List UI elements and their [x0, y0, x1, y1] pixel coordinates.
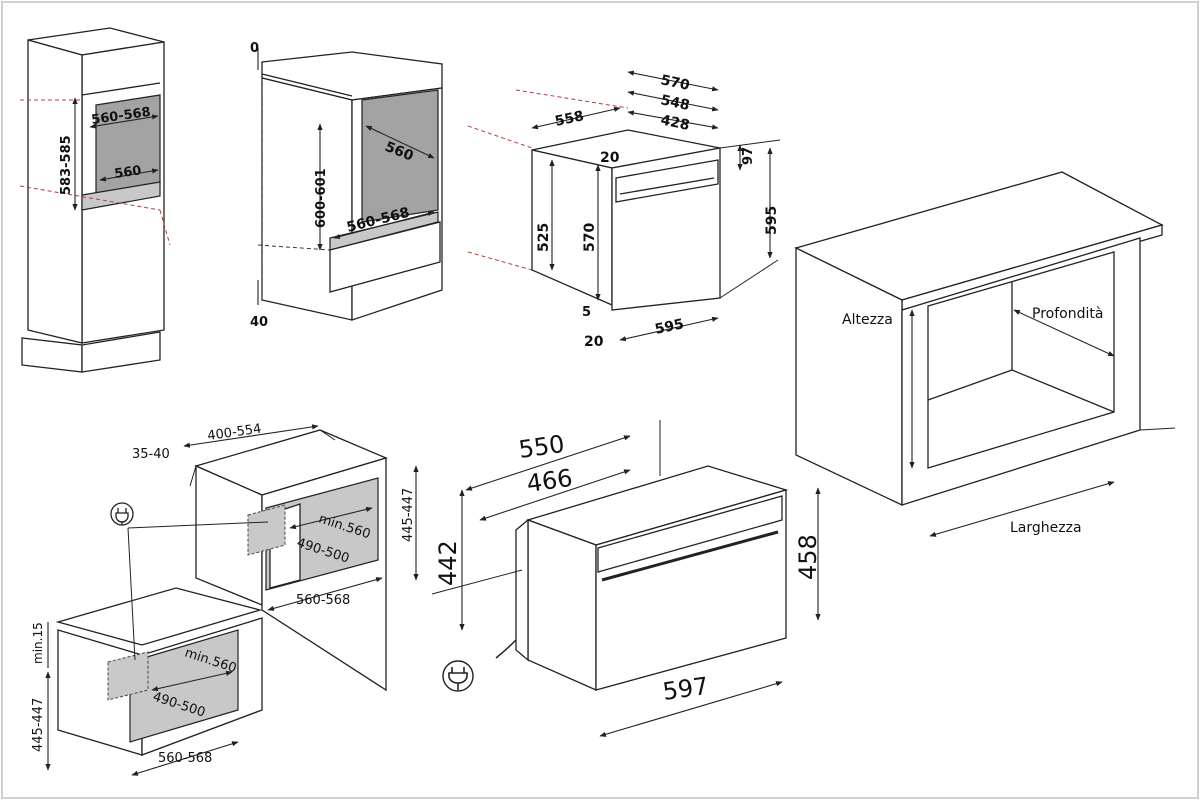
- column-plinth-side: [21, 337, 83, 373]
- base-guide-bottom: [257, 244, 331, 251]
- upper-width-arrow: [267, 577, 383, 611]
- column-inner-arrow: [99, 168, 159, 182]
- oven-570-arrow: [627, 70, 719, 92]
- column-inner-width-label: 560: [113, 163, 142, 182]
- oven-depth-570: 570: [659, 72, 691, 94]
- oven-height-570: 570: [582, 223, 598, 252]
- guide-cavity-floor-edge: [927, 369, 1013, 401]
- oven-428-arrow: [627, 110, 719, 130]
- guide-width-arrow: [929, 481, 1115, 537]
- guide-height-label: Altezza: [842, 312, 893, 328]
- compact-ext-line: [431, 569, 523, 595]
- column-width-arrow: [89, 114, 159, 129]
- oven-depth-558: 558: [554, 108, 586, 130]
- upper-height-label: 445-447: [401, 488, 416, 542]
- column-guide-bottom-ext: [159, 209, 171, 246]
- compact-width-597-arrow: [599, 681, 783, 737]
- compact-depth-466-arrow: [479, 469, 631, 521]
- column-cabinet-diagram: 560-568 560 583-585: [19, 27, 171, 373]
- compact-height-442: 442: [434, 540, 462, 586]
- measure-guide-diagram: Altezza Profondità Larghezza: [794, 171, 1176, 537]
- lower-width-label: 560-568: [158, 751, 212, 766]
- upper-width-label: 560-568: [296, 593, 350, 608]
- top-gap-label: 35-40: [132, 447, 170, 462]
- top-gap-line: [189, 465, 197, 487]
- compact-depth-466: 466: [525, 464, 574, 498]
- top-depth-arrow: [183, 424, 319, 448]
- guide-depth-label: Profondità: [1032, 306, 1103, 322]
- base-height-label: 600-601: [314, 168, 329, 228]
- top-step-line: [319, 429, 336, 441]
- oven-bottom-5: 5: [582, 305, 591, 320]
- guide-floor-line: [1139, 427, 1176, 431]
- base-depth-arrow: [365, 125, 435, 159]
- compact-oven-back: [515, 518, 529, 662]
- oven-front-20: 20: [584, 334, 604, 350]
- column-plinth-front: [81, 331, 161, 373]
- base-worktop-edge: [261, 73, 353, 97]
- compact-plug-glyph: [448, 667, 468, 690]
- upper-plug-leader: [127, 521, 269, 529]
- lower-worktop: [55, 587, 263, 646]
- oven-dimensions-diagram: 570 548 428 558 20 97 525 570 595 5 20 5…: [467, 70, 781, 350]
- oven-width-595: 595: [654, 316, 686, 338]
- compact-oven-control-panel: [597, 495, 783, 573]
- oven-handle: [619, 177, 715, 195]
- base-cabinet-diagram: 0 40 600-601 560 560-568: [250, 41, 443, 330]
- lower-depth-arrow: [151, 670, 233, 692]
- base-bottom-gap-label: 40: [250, 315, 268, 330]
- oven-height-595: 595: [764, 206, 780, 235]
- oven-guide-1: [467, 125, 533, 149]
- column-cavity-top-edge: [81, 82, 161, 96]
- guide-cavity-floor-diag: [1011, 369, 1115, 413]
- compact-oven-side: [527, 519, 597, 691]
- oven-depth-428: 428: [659, 112, 691, 134]
- oven-height-525: 525: [536, 223, 552, 252]
- guide-depth-arrow: [1013, 309, 1115, 357]
- column-height-label: 583-585: [59, 135, 74, 195]
- lower-width-arrow: [131, 741, 239, 776]
- upper-depth-arrow: [289, 506, 373, 530]
- top-depth-label: 400-554: [206, 422, 262, 444]
- compact-oven-cable: [495, 639, 517, 659]
- column-cavity-floor: [81, 181, 161, 211]
- base-width-arrow: [333, 210, 435, 240]
- oven-guide-3: [467, 251, 533, 271]
- electric-plug-glyph: [115, 508, 129, 525]
- oven-548-arrow: [627, 90, 719, 112]
- oven-ext-line-top: [719, 139, 781, 149]
- oven-top-20: 20: [600, 150, 620, 166]
- oven-depth-548: 548: [659, 92, 691, 114]
- base-top-gap-label: 0: [250, 41, 259, 56]
- compact-depth-550: 550: [517, 430, 566, 464]
- oven-control-panel: [615, 159, 719, 203]
- guide-width-label: Larghezza: [1010, 520, 1082, 536]
- oven-top-97: 97: [741, 147, 756, 165]
- compact-width-597: 597: [661, 672, 710, 706]
- compact-oven-handle: [601, 530, 779, 582]
- compact-installation-diagram: 400-554 35-40 min.560 490-500 560-568 44…: [31, 422, 419, 776]
- upper-socket-zone: [247, 504, 286, 556]
- compact-plug-icon: [442, 660, 474, 692]
- column-guide-bottom: [19, 185, 161, 211]
- oven-595w-arrow: [619, 316, 719, 342]
- compact-height-458: 458: [794, 534, 822, 580]
- oven-558-arrow: [531, 106, 621, 130]
- lower-min-gap-label: min.15: [31, 622, 45, 664]
- oven-ext-line-bottom: [719, 259, 779, 299]
- lower-plug-leader: [127, 527, 136, 661]
- lower-height-label: 445-447: [31, 698, 46, 752]
- oven-guide-2: [515, 89, 629, 109]
- compact-oven-diagram: 550 466 442 458 597: [431, 420, 822, 737]
